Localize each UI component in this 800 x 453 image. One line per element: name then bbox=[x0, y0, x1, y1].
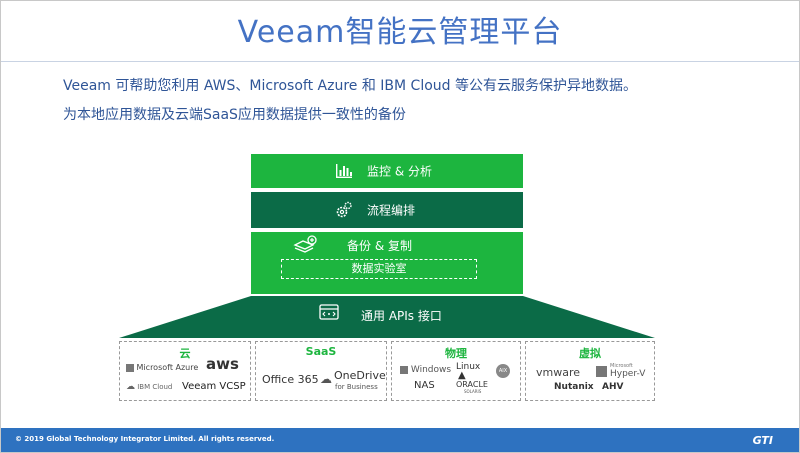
title-divider bbox=[1, 61, 799, 62]
aws-logo: aws bbox=[206, 355, 239, 373]
bar-chart-icon bbox=[336, 164, 352, 178]
windows-flag-icon bbox=[400, 365, 408, 374]
backup-replication-block: 备份 & 复制 数据实验室 bbox=[251, 232, 523, 294]
api-label: 通用 APIs 接口 bbox=[361, 309, 442, 323]
gears-icon bbox=[336, 201, 352, 218]
ibm-cloud-label: IBM Cloud bbox=[137, 383, 173, 391]
page-title: Veeam智能云管理平台 bbox=[237, 15, 563, 50]
nas-logo: NAS bbox=[414, 380, 435, 391]
vmware-logo: vmware bbox=[536, 366, 581, 379]
cloud-group: 云 Microsoft Azure aws ☁ IBM Cloud Veeam … bbox=[119, 341, 251, 401]
footer-copyright: © 2019 Global Technology Integrator Limi… bbox=[15, 435, 275, 443]
hyperv-logo: Hyper-V bbox=[610, 369, 646, 379]
windows-label: Windows bbox=[410, 365, 452, 375]
monitor-analysis-block: 监控 & 分析 bbox=[251, 154, 523, 188]
saas-group-header: SaaS bbox=[305, 345, 337, 358]
oracle-logo: ORACLE bbox=[456, 380, 488, 389]
saas-group: SaaS Office 365 ☁ OneDrive for Business bbox=[255, 341, 387, 401]
cloud-outline-icon: ☁ bbox=[126, 382, 135, 392]
onedrive-business-label: for Business bbox=[335, 383, 378, 391]
aix-logo: AIX bbox=[496, 364, 510, 378]
ahv-logo: AHV bbox=[602, 382, 624, 392]
microsoft-label: Microsoft bbox=[610, 363, 633, 369]
footer-bar: © 2019 Global Technology Integrator Limi… bbox=[1, 428, 799, 452]
veeam-vcsp-logo: Veeam VCSP bbox=[182, 381, 246, 392]
ibm-cloud-logo: ☁ IBM Cloud bbox=[126, 382, 172, 392]
api-window-icon bbox=[319, 304, 339, 320]
windows-flag-icon bbox=[126, 363, 134, 372]
office365-logo: Office 365 bbox=[262, 373, 319, 386]
penguin-icon: ▲ bbox=[458, 370, 466, 381]
gti-logo: GTI bbox=[752, 434, 773, 447]
cloud-group-header: 云 bbox=[179, 347, 191, 360]
linux-logo: Linux bbox=[456, 362, 481, 372]
subtitle-line-2: 为本地应用数据及云端SaaS应用数据提供一致性的备份 bbox=[63, 107, 406, 123]
monitor-analysis-label: 监控 & 分析 bbox=[367, 164, 432, 179]
solaris-label: SOLARIS bbox=[464, 389, 482, 394]
windows-logo: Windows bbox=[400, 365, 451, 375]
onedrive-cloud-icon: ☁ bbox=[320, 372, 332, 386]
hyperv-windows-icon bbox=[596, 366, 607, 377]
microsoft-azure-logo: Microsoft Azure bbox=[126, 363, 198, 372]
physical-group: 物理 Windows Linux ▲ AIX NAS ORACLE SOLARI… bbox=[391, 341, 521, 401]
onedrive-logo: OneDrive bbox=[334, 369, 386, 382]
api-layer-trapezoid bbox=[119, 296, 655, 338]
orchestration-block: 流程编排 bbox=[251, 192, 523, 228]
backup-stack-icon bbox=[293, 235, 317, 253]
backup-replication-label: 备份 & 复制 bbox=[347, 239, 412, 253]
nutanix-logo: Nutanix bbox=[554, 382, 594, 392]
physical-group-header: 物理 bbox=[445, 347, 467, 360]
orchestration-label: 流程编排 bbox=[367, 203, 416, 218]
microsoft-azure-label: Microsoft Azure bbox=[136, 363, 199, 372]
virtual-group-header: 虚拟 bbox=[579, 347, 601, 360]
virtual-group: 虚拟 vmware Microsoft Hyper-V Nutanix AHV bbox=[525, 341, 655, 401]
subtitle-line-1: Veeam 可帮助您利用 AWS、Microsoft Azure 和 IBM C… bbox=[63, 78, 637, 94]
data-lab-label: 数据实验室 bbox=[281, 259, 477, 279]
